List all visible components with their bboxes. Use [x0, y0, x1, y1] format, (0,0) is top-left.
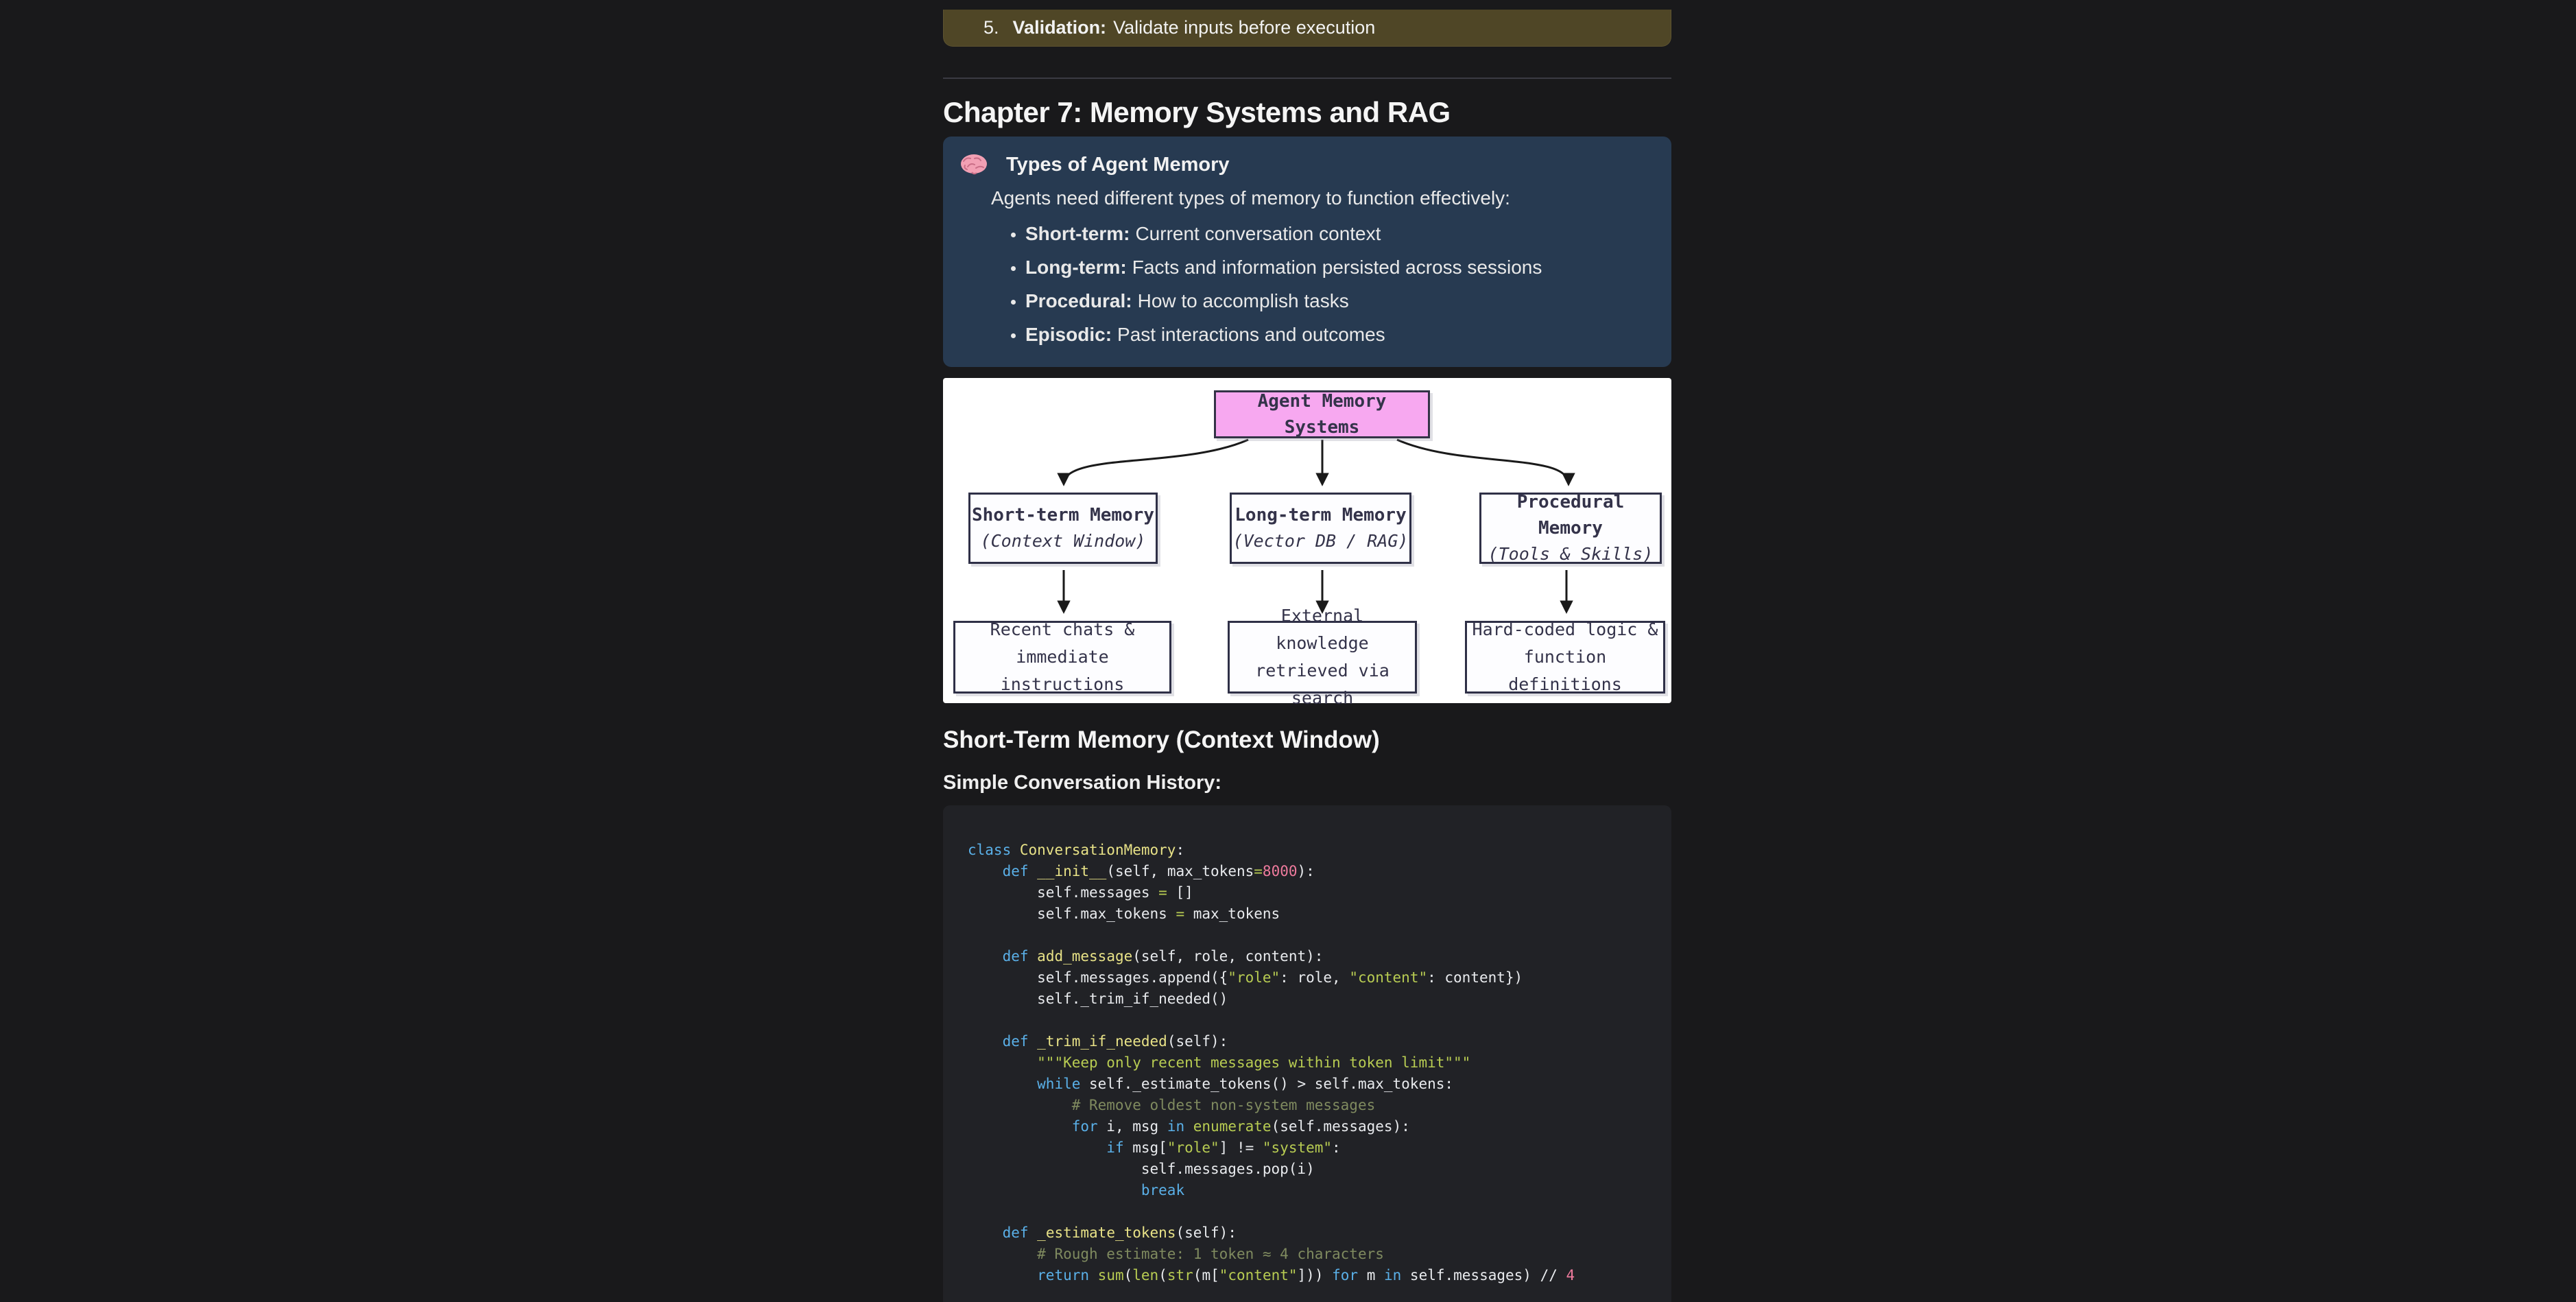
bullet-label: Episodic: — [1025, 324, 1112, 346]
code-line: # Rough estimate: 1 token ≈ 4 characters — [1037, 1246, 1384, 1263]
list-item: Short-term:Current conversation context — [1025, 220, 1651, 247]
bullet-text: How to accomplish tasks — [1137, 289, 1349, 311]
validation-callout: 5. Validation: Validate inputs before ex… — [943, 10, 1671, 47]
code-line: def __init__(self, max_tokens=8000): — [1002, 863, 1315, 880]
node-subtitle: (Vector DB / RAG) — [1232, 531, 1409, 552]
node-subtitle: (Context Window) — [980, 531, 1146, 552]
diagram-leaf-external-knowledge: External knowledge retrieved via search — [1228, 606, 1417, 708]
memory-types-list: Short-term:Current conversation context … — [959, 220, 1651, 348]
code-line: break — [1141, 1182, 1185, 1199]
list-item-number: 5. — [983, 17, 999, 38]
code-content: class ConversationMemory: def __init__(s… — [968, 840, 1647, 1302]
list-item: Long-term:Facts and information persiste… — [1025, 254, 1651, 281]
code-line: if msg["role"] != "system": — [1106, 1139, 1341, 1157]
code-line: self.messages.pop(i) — [968, 1161, 1315, 1178]
code-block: class ConversationMemory: def __init__(s… — [943, 805, 1671, 1302]
node-line: Hard-coded logic & — [1472, 619, 1658, 640]
callout-intro: Agents need different types of memory to… — [991, 187, 1510, 209]
code-line: while self._estimate_tokens() > self.max… — [1037, 1076, 1454, 1093]
subsection-heading: Simple Conversation History: — [943, 772, 1222, 794]
section-heading: Short-Term Memory (Context Window) — [943, 726, 1380, 754]
node-title: Agent Memory Systems — [1257, 391, 1387, 438]
node-title: Long-term Memory — [1235, 505, 1407, 526]
brain-icon — [961, 154, 987, 175]
diagram-leaf-recent-chats: Recent chats & immediate instructions — [953, 619, 1171, 694]
callout-title-row: Types of Agent Memory — [959, 153, 1651, 176]
validation-label: Validation: — [1012, 17, 1107, 38]
bullet-text: Past interactions and outcomes — [1117, 324, 1385, 346]
memory-types-callout: Types of Agent Memory Agents need differ… — [943, 137, 1671, 368]
code-line: class ConversationMemory: — [968, 842, 1185, 859]
code-line: self.messages.append({"role": role, "con… — [968, 969, 1523, 986]
node-line: immediate instructions — [1000, 647, 1125, 695]
section-divider — [943, 78, 1671, 79]
callout-title: Types of Agent Memory — [1006, 153, 1230, 176]
diagram-node-procedural: Procedural Memory (Tools & Skills) — [1479, 492, 1662, 565]
code-line: self.messages = [] — [968, 884, 1193, 901]
code-line: for i, msg in enumerate(self.messages): — [1071, 1118, 1410, 1135]
bullet-text: Facts and information persisted across s… — [1132, 256, 1542, 278]
list-item: Episodic:Past interactions and outcomes — [1025, 321, 1651, 348]
bullet-label: Procedural: — [1025, 289, 1132, 311]
bullet-text: Current conversation context — [1135, 222, 1381, 244]
code-line: self._trim_if_needed() — [968, 991, 1228, 1008]
bullet-label: Long-term: — [1025, 256, 1127, 278]
node-subtitle: (Tools & Skills) — [1488, 544, 1654, 565]
diagram-node-long-term: Long-term Memory (Vector DB / RAG) — [1230, 493, 1411, 565]
code-line: def _estimate_tokens(self): — [1002, 1224, 1237, 1242]
code-line: self.max_tokens = max_tokens — [968, 906, 1280, 923]
node-line: function definitions — [1508, 647, 1622, 695]
code-line — [968, 925, 1647, 946]
code-line — [968, 1010, 1647, 1031]
content-column: 5. Validation: Validate inputs before ex… — [943, 0, 1671, 1302]
diagram-node-root: Agent Memory Systems — [1214, 390, 1430, 439]
code-line: return sum(len(str(m["content"])) for m … — [1037, 1267, 1575, 1284]
code-line: # Remove oldest non-system messages — [1071, 1097, 1376, 1114]
diagram-leaf-hardcoded-logic: Hard-coded logic & function definitions — [1465, 619, 1665, 694]
node-line: retrieved via search — [1255, 661, 1390, 709]
code-line: def _trim_if_needed(self): — [1002, 1033, 1228, 1050]
memory-systems-diagram: Agent Memory Systems Short-term Memory (… — [943, 378, 1671, 708]
node-title: Short-term Memory — [971, 505, 1155, 526]
node-line: Recent chats & — [990, 619, 1135, 640]
list-item: Procedural:How to accomplish tasks — [1025, 287, 1651, 314]
validation-text: Validate inputs before execution — [1113, 17, 1376, 38]
diagram-node-short-term: Short-term Memory (Context Window) — [968, 493, 1158, 565]
node-title: Procedural Memory — [1516, 492, 1625, 539]
code-line — [968, 1286, 1647, 1302]
chapter-heading: Chapter 7: Memory Systems and RAG — [943, 96, 1451, 128]
code-line — [968, 1201, 1647, 1222]
bullet-label: Short-term: — [1025, 222, 1130, 244]
code-line: """Keep only recent messages within toke… — [1037, 1054, 1471, 1072]
node-line: External knowledge — [1276, 606, 1369, 654]
code-line: def add_message(self, role, content): — [1002, 948, 1324, 965]
